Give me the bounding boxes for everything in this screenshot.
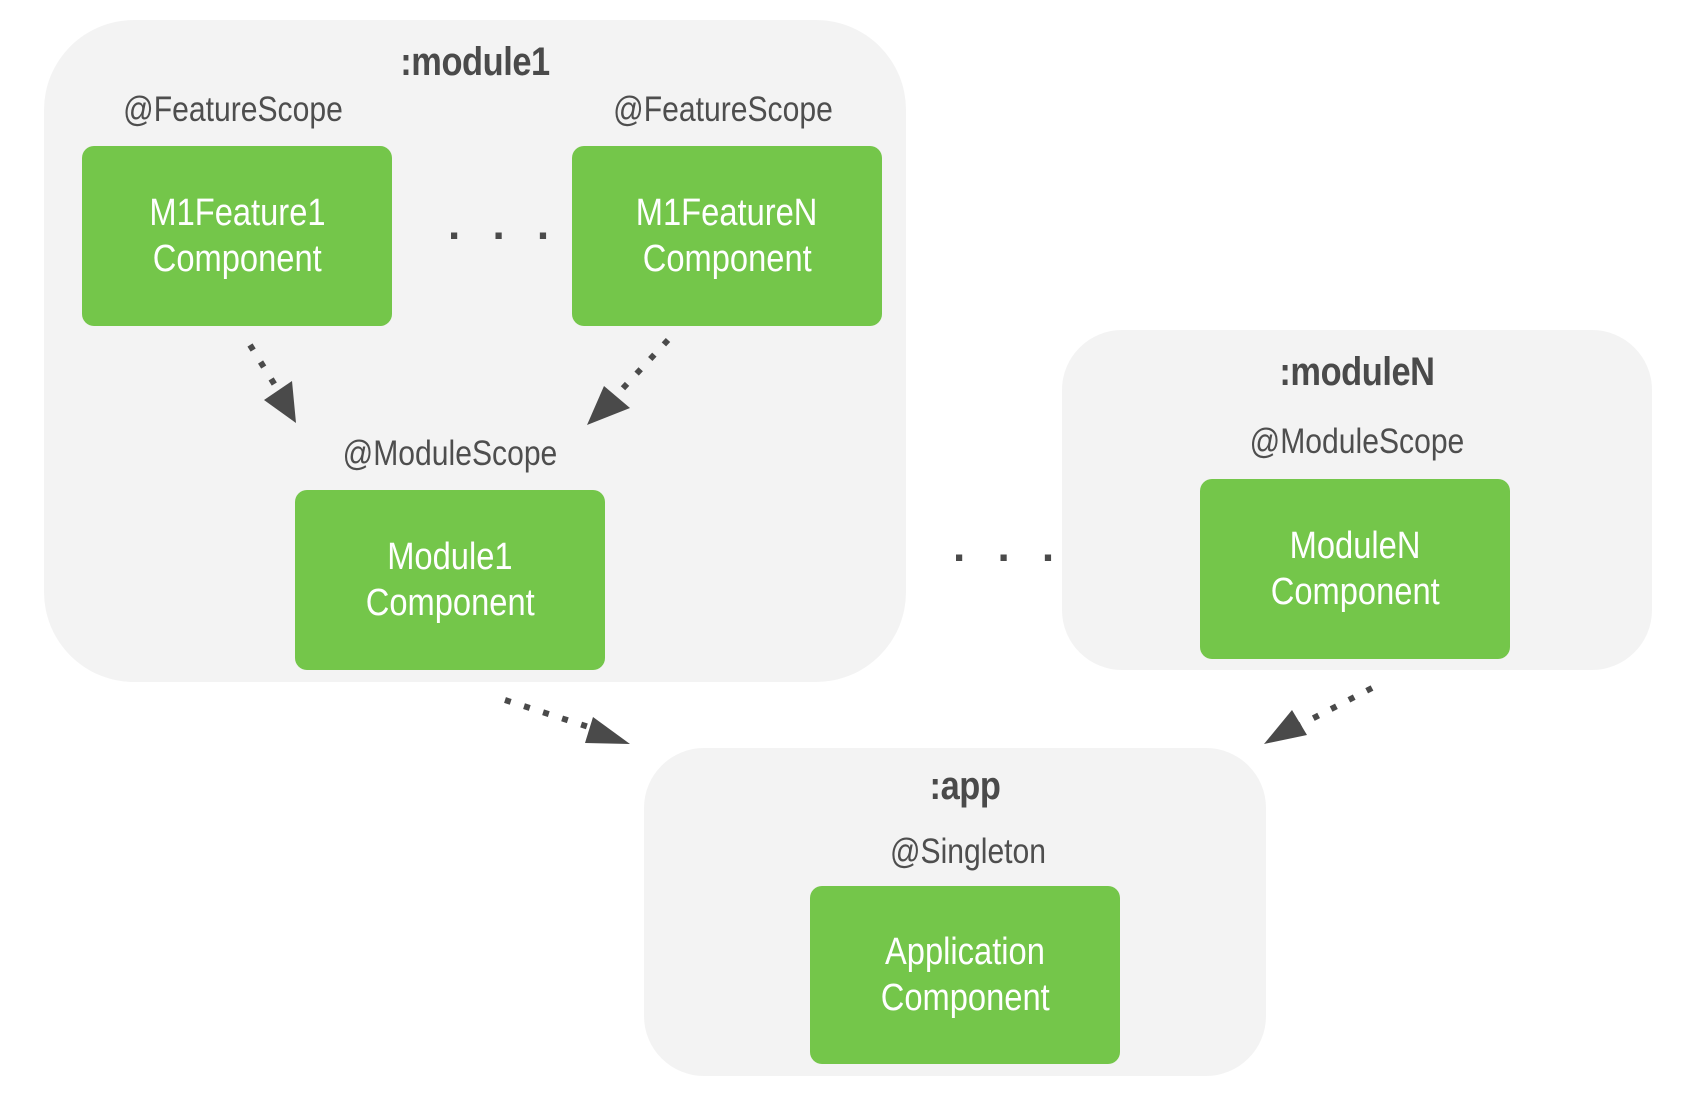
arrowhead-module1-app	[585, 717, 630, 744]
arrowhead-moduleN-app	[1264, 710, 1307, 744]
application-component-line2: Component	[880, 977, 1050, 1019]
m1-feature1-line1: M1Feature1	[148, 192, 326, 234]
m1-featureN-component: M1FeatureN Component	[572, 146, 882, 326]
modules-ellipsis: . . .	[953, 522, 1065, 571]
application-component-line1: Application	[885, 931, 1045, 973]
arrow-module1-to-app	[504, 697, 599, 733]
app-scope-label: @Singleton	[889, 832, 1047, 871]
module1-scope-label: @ModuleScope	[342, 434, 558, 473]
m1-feature1-component: M1Feature1 Component	[82, 146, 392, 326]
arrow-featureN-to-module1	[609, 337, 671, 403]
arrowhead-feature1	[264, 381, 296, 423]
app-title: :app	[929, 764, 1001, 808]
arrow-feature1-to-module1	[247, 343, 281, 392]
application-component: Application Component	[810, 886, 1120, 1064]
module1-component: Module1 Component	[295, 490, 605, 670]
feature1-scope-label: @FeatureScope	[123, 90, 343, 129]
moduleN-component: ModuleN Component	[1200, 479, 1510, 659]
moduleN-component-line1: ModuleN	[1289, 525, 1421, 567]
arrowhead-featureN	[587, 386, 630, 425]
moduleN-title: :moduleN	[1279, 350, 1435, 394]
module1-component-line1: Module1	[387, 536, 513, 578]
featureN-scope-label: @FeatureScope	[613, 90, 833, 129]
m1-feature1-line2: Component	[152, 238, 322, 280]
moduleN-component-line2: Component	[1270, 571, 1440, 613]
module1-component-line2: Component	[365, 582, 535, 624]
features-ellipsis: . . .	[448, 200, 560, 249]
m1-featureN-line1: M1FeatureN	[636, 192, 818, 234]
module1-title: :module1	[400, 40, 550, 84]
arrow-moduleN-to-app	[1298, 685, 1374, 728]
m1-featureN-line2: Component	[642, 238, 812, 280]
moduleN-scope-label: @ModuleScope	[1249, 422, 1465, 461]
